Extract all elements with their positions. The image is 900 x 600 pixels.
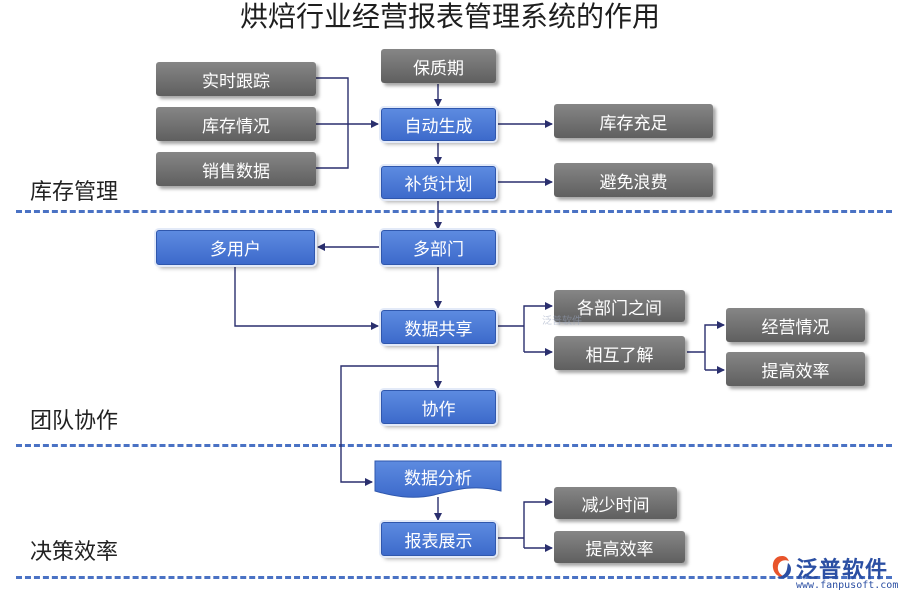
node-mutual-understanding: 相互了解 — [554, 336, 685, 370]
connector-user-to-share — [234, 266, 379, 330]
node-auto-generate: 自动生成 — [381, 108, 496, 141]
section-divider-inventory — [16, 210, 892, 213]
node-replenish-plan: 补货计划 — [381, 166, 496, 199]
node-sales-data: 销售数据 — [156, 152, 316, 186]
node-between-depts: 各部门之间 — [554, 290, 685, 322]
watermark-text: 泛普软件 — [542, 316, 582, 327]
section-label-decision: 决策效率 — [30, 540, 119, 565]
connector-sales — [316, 124, 349, 169]
connector-share-up — [523, 302, 553, 352]
node-avoid-waste: 避免浪费 — [554, 163, 713, 197]
node-improve-efficiency-1: 提高效率 — [726, 352, 865, 386]
section-divider-team — [16, 444, 892, 447]
page-title: 烘焙行业经营报表管理系统的作用 — [239, 0, 660, 33]
node-collaboration: 协作 — [381, 390, 496, 424]
node-reduce-time: 减少时间 — [554, 487, 677, 519]
section-label-team: 团队协作 — [30, 409, 119, 434]
brand-name: 泛普软件 — [796, 558, 889, 583]
node-data-analysis: 数据分析 — [374, 460, 502, 500]
node-stock-sufficient: 库存充足 — [554, 104, 713, 138]
brand-logo: 泛普软件 www.fanpusoft.com — [770, 552, 899, 596]
section-divider-decision — [16, 576, 892, 579]
node-inventory-status: 库存情况 — [156, 107, 316, 141]
connector-mutual-up — [704, 321, 725, 370]
node-multi-dept: 多部门 — [381, 230, 496, 265]
node-data-sharing: 数据共享 — [381, 310, 496, 344]
fanpu-logo-icon — [772, 556, 791, 579]
document-shape-icon — [374, 460, 502, 498]
connector-share-to-analysis — [340, 365, 438, 486]
node-improve-efficiency-2: 提高效率 — [554, 531, 685, 563]
node-data-analysis-label: 数据分析 — [404, 468, 472, 489]
node-realtime-tracking: 实时跟踪 — [156, 62, 316, 96]
node-business-status: 经营情况 — [726, 308, 865, 342]
brand-url: www.fanpusoft.com — [796, 580, 899, 591]
section-label-inventory: 库存管理 — [30, 180, 119, 205]
node-report-display: 报表展示 — [381, 522, 496, 556]
node-multi-user: 多用户 — [156, 230, 315, 265]
connector-report-up — [523, 498, 553, 548]
node-shelf-life: 保质期 — [381, 49, 496, 83]
connector-realtime — [316, 77, 349, 124]
